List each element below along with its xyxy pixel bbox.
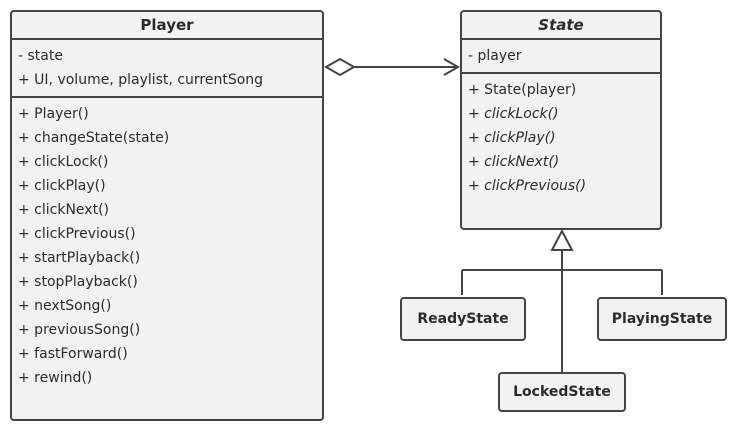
player-field: + UI, volume, playlist, currentSong — [18, 72, 264, 88]
player-method: + clickPlay() — [18, 178, 106, 194]
state-method: + State(player) — [468, 82, 577, 98]
player-class-title: Player — [12, 12, 322, 40]
player-method: + previousSong() — [18, 322, 141, 338]
state-class: State - player + State(player) + clickLo… — [460, 10, 662, 230]
association-arrowhead — [443, 58, 461, 76]
state-methods: + State(player) + clickLock() + clickPla… — [462, 72, 660, 202]
player-method: + changeState(state) — [18, 130, 170, 146]
state-fields: - player — [462, 40, 660, 72]
player-class: Player - state + UI, volume, playlist, c… — [10, 10, 324, 421]
locked-state-class: LockedState — [498, 372, 626, 412]
player-field: - state — [18, 48, 63, 64]
state-field: - player — [468, 48, 522, 64]
playing-state-class: PlayingState — [597, 297, 727, 341]
player-method: + clickPrevious() — [18, 226, 136, 242]
state-method-abstract: + clickPlay() — [468, 130, 556, 146]
player-fields: - state + UI, volume, playlist, currentS… — [12, 40, 322, 96]
player-methods: + Player() + changeState(state) + clickL… — [12, 96, 322, 394]
state-method-abstract: + clickLock() — [468, 106, 559, 122]
aggregation-diamond — [323, 57, 357, 77]
player-method: + clickLock() — [18, 154, 109, 170]
player-method: + Player() — [18, 106, 89, 122]
state-method-abstract: + clickNext() — [468, 154, 560, 170]
ready-state-class: ReadyState — [400, 297, 526, 341]
player-method: + clickNext() — [18, 202, 109, 218]
player-method: + rewind() — [18, 370, 93, 386]
player-method: + startPlayback() — [18, 250, 141, 266]
state-method-abstract: + clickPrevious() — [468, 178, 587, 194]
inheritance-triangle — [550, 228, 574, 251]
player-method: + stopPlayback() — [18, 274, 138, 290]
state-class-title: State — [462, 12, 660, 40]
player-method: + nextSong() — [18, 298, 112, 314]
player-method: + fastForward() — [18, 346, 128, 362]
